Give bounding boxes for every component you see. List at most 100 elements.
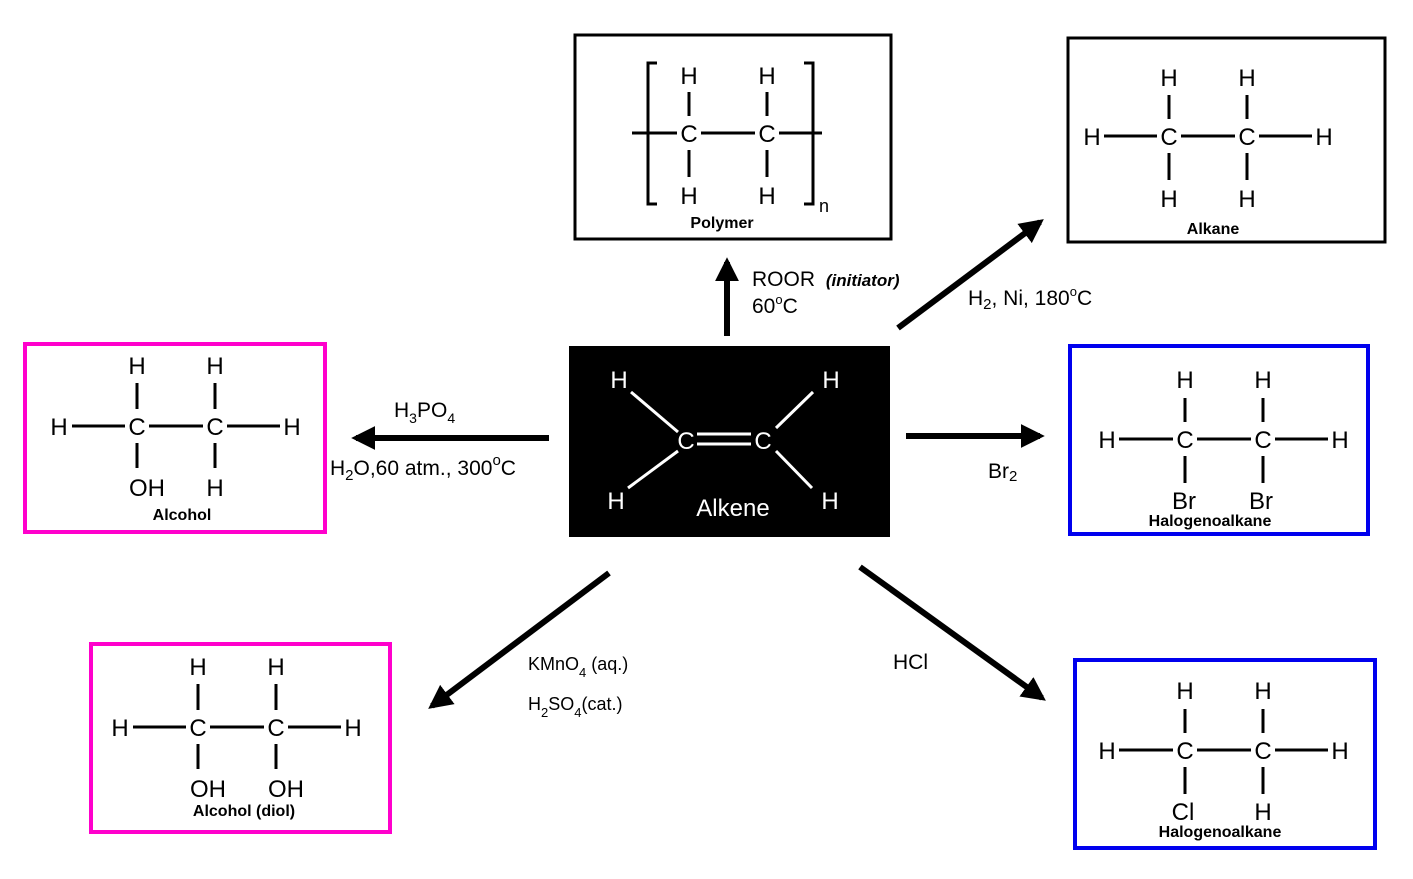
h3po4-h: H bbox=[394, 399, 409, 422]
h2so4-so: SO bbox=[548, 694, 574, 714]
polymer-initiator: (initiator) bbox=[826, 271, 900, 290]
diol-oh2: OH bbox=[268, 776, 304, 803]
oxidation-conditions: KMnO4 (aq.) H2SO4(cat.) bbox=[528, 654, 628, 720]
chloro-cl: Cl bbox=[1172, 799, 1195, 826]
water-h: H bbox=[330, 457, 345, 480]
svg-text:ROOR (initiator): ROOR (initiator) bbox=[752, 268, 900, 291]
polymer-unit: C bbox=[783, 295, 798, 318]
chloro-h4: H bbox=[1331, 738, 1348, 765]
alkane-c1: C bbox=[1160, 124, 1177, 151]
dibromo-br1: Br bbox=[1172, 488, 1196, 515]
hydration-unit: C bbox=[501, 457, 516, 480]
kmno4-rest: (aq.) bbox=[586, 654, 628, 674]
alcohol-c1: C bbox=[128, 414, 145, 441]
diol-h4: H bbox=[344, 715, 361, 742]
alkane-label: Alkane bbox=[1187, 221, 1240, 238]
h2so4-h-sub: 2 bbox=[541, 705, 548, 720]
alcohol-box: H H H C C H OH H Alcohol bbox=[23, 342, 327, 534]
diol-c2: C bbox=[267, 715, 284, 742]
polymer-reagent: ROOR bbox=[752, 268, 815, 291]
h3po4-po: PO bbox=[417, 399, 447, 422]
alkane-h2-sub: 2 bbox=[983, 296, 991, 313]
chloro-c1: C bbox=[1176, 738, 1193, 765]
polymer-box: H H C C H H n Polymer bbox=[573, 33, 893, 241]
alkene-c1: C bbox=[677, 428, 694, 455]
br2-br: Br bbox=[988, 460, 1009, 483]
alcohol-h4: H bbox=[283, 414, 300, 441]
alcohol-oh: OH bbox=[129, 475, 165, 502]
svg-text:H2O,60 atm., 300oC: H2O,60 atm., 300oC bbox=[330, 452, 516, 484]
hcl-reagent: HCl bbox=[893, 651, 928, 674]
polymer-h1: H bbox=[680, 63, 697, 90]
polymer-h2: H bbox=[758, 63, 775, 90]
dibromo-br2: Br bbox=[1249, 488, 1273, 515]
polymer-c1: C bbox=[680, 121, 697, 148]
svg-text:H3PO4: H3PO4 bbox=[394, 399, 455, 426]
alkene-h4: H bbox=[821, 488, 838, 515]
polymer-label: Polymer bbox=[690, 215, 753, 232]
alkane-h2: H bbox=[1238, 65, 1255, 92]
polymer-degree: o bbox=[775, 292, 782, 307]
diol-h1: H bbox=[189, 654, 206, 681]
chloro-c2: C bbox=[1254, 738, 1271, 765]
svg-text:60oC: 60oC bbox=[752, 292, 798, 318]
bromination-conditions: Br2 bbox=[988, 460, 1017, 485]
polymer-c2: C bbox=[758, 121, 775, 148]
polymer-h4: H bbox=[758, 183, 775, 210]
kmno4-sub: 4 bbox=[579, 665, 586, 680]
polymer-h3: H bbox=[680, 183, 697, 210]
diol-oh1: OH bbox=[190, 776, 226, 803]
alkane-h3: H bbox=[1083, 124, 1100, 151]
dibromo-c2: C bbox=[1254, 427, 1271, 454]
alkene-h1: H bbox=[610, 367, 627, 394]
water-sub: 2 bbox=[345, 467, 353, 484]
dibromo-h4: H bbox=[1331, 427, 1348, 454]
alkane-conditions: H2, Ni, 180oC bbox=[968, 284, 1092, 313]
alkane-c2: C bbox=[1238, 124, 1255, 151]
alkene-h3: H bbox=[607, 488, 624, 515]
h2so4-so-sub: 4 bbox=[574, 705, 581, 720]
alkene-box: H H H H C C Alkene bbox=[569, 346, 890, 537]
svg-text:H2SO4(cat.): H2SO4(cat.) bbox=[528, 694, 623, 720]
chloro-h5: H bbox=[1254, 799, 1271, 826]
diol-h3: H bbox=[111, 715, 128, 742]
dibromo-label: Halogenoalkane bbox=[1149, 513, 1272, 530]
dibromo-h2: H bbox=[1254, 367, 1271, 394]
dibromo-h1: H bbox=[1176, 367, 1193, 394]
alkane-box: H H H C C H H H Alkane bbox=[1066, 36, 1387, 244]
alkane-h1: H bbox=[1160, 65, 1177, 92]
chloro-h3: H bbox=[1098, 738, 1115, 765]
h2so4-h: H bbox=[528, 694, 541, 714]
alcohol-h5: H bbox=[206, 475, 223, 502]
dibromo-h3: H bbox=[1098, 427, 1115, 454]
alkene-c2: C bbox=[754, 428, 771, 455]
alkane-h4: H bbox=[1315, 124, 1332, 151]
chloro-label: Halogenoalkane bbox=[1159, 824, 1282, 841]
water-rest: O,60 atm., 300 bbox=[354, 457, 493, 480]
hydration-degree: o bbox=[492, 452, 500, 469]
alkene-h2: H bbox=[822, 367, 839, 394]
alcohol-h3: H bbox=[50, 414, 67, 441]
h3po4-h-sub: 3 bbox=[409, 410, 417, 426]
alkane-h6: H bbox=[1238, 186, 1255, 213]
h2so4-rest: (cat.) bbox=[581, 694, 622, 714]
alkane-rest: , Ni, 180 bbox=[992, 287, 1070, 310]
diol-box: H H H C C H OH OH Alcohol (diol) bbox=[89, 642, 392, 834]
arrow-to-chloro bbox=[858, 564, 1046, 701]
br2-sub: 2 bbox=[1009, 468, 1017, 485]
svg-text:Br2: Br2 bbox=[988, 460, 1017, 485]
chloro-h1: H bbox=[1176, 678, 1193, 705]
diol-h2: H bbox=[267, 654, 284, 681]
arrow-to-alkane bbox=[896, 219, 1044, 331]
alkene-label: Alkene bbox=[696, 495, 769, 522]
dibromo-c1: C bbox=[1176, 427, 1193, 454]
diol-label: Alcohol (diol) bbox=[193, 803, 295, 820]
alkane-degree: o bbox=[1070, 284, 1077, 299]
svg-text:H2, Ni, 180oC: H2, Ni, 180oC bbox=[968, 284, 1092, 313]
alkane-h5: H bbox=[1160, 186, 1177, 213]
alkane-h2-h: H bbox=[968, 287, 983, 310]
svg-text:KMnO4 (aq.): KMnO4 (aq.) bbox=[528, 654, 628, 680]
polymer-temp: 60 bbox=[752, 295, 775, 318]
dibromo-box: H H H C C H Br Br Halogenoalkane bbox=[1068, 344, 1370, 536]
